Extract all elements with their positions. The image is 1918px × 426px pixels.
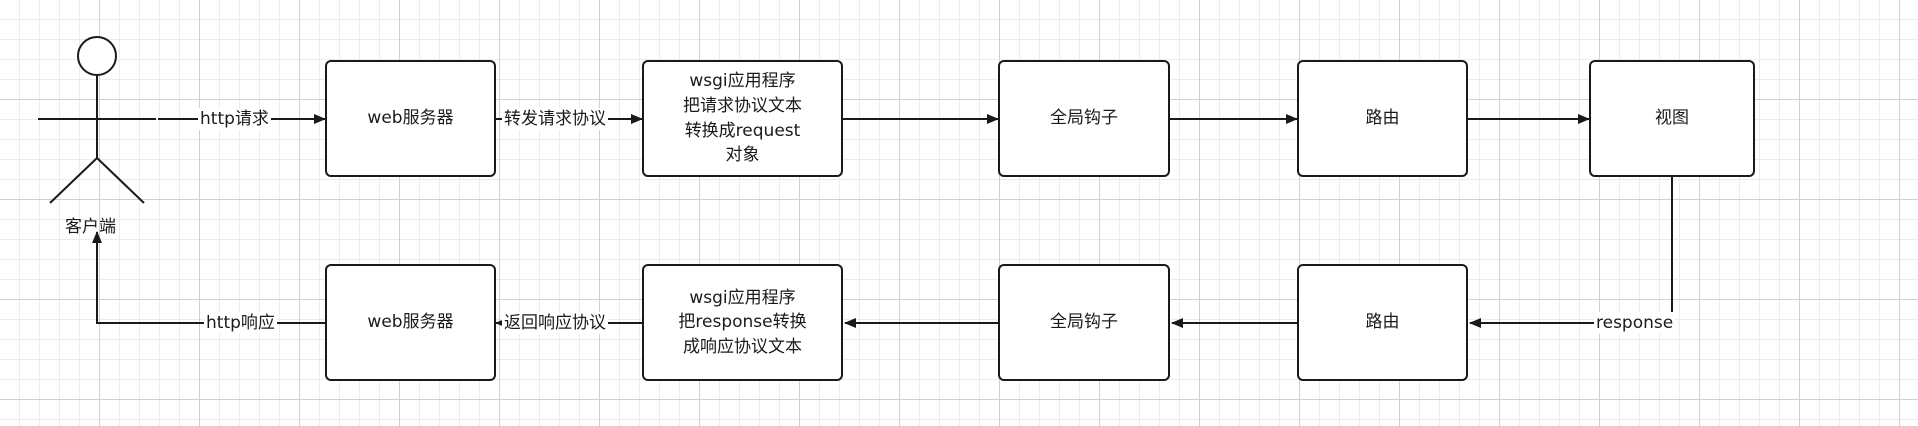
router-label-top: 路由 <box>1365 108 1400 129</box>
client-actor-icon <box>38 36 156 204</box>
global-hook-box-bottom[interactable]: 全局钩子 <box>998 264 1170 381</box>
edge-label-http-response: http响应 <box>204 312 277 334</box>
router-label-bottom: 路由 <box>1365 312 1400 333</box>
view-label: 视图 <box>1655 108 1689 129</box>
edge-label-response: response <box>1594 312 1676 334</box>
edge-label-return-protocol: 返回响应协议 <box>502 312 608 334</box>
web-server-box-bottom[interactable]: web服务器 <box>325 264 496 381</box>
edge-label-http-request: http请求 <box>198 108 271 130</box>
router-box-top[interactable]: 路由 <box>1297 60 1468 177</box>
global-hook-label-top: 全局钩子 <box>1050 108 1118 129</box>
global-hook-box-top[interactable]: 全局钩子 <box>998 60 1170 177</box>
web-server-label-top: web服务器 <box>367 108 454 129</box>
wsgi-app-box-bottom[interactable]: wsgi应用程序 把response转换 成响应协议文本 <box>642 264 843 381</box>
wsgi-app-box-top[interactable]: wsgi应用程序 把请求协议文本 转换成request 对象 <box>642 60 843 177</box>
web-server-box-top[interactable]: web服务器 <box>325 60 496 177</box>
web-server-label-bottom: web服务器 <box>367 312 454 333</box>
router-box-bottom[interactable]: 路由 <box>1297 264 1468 381</box>
view-box[interactable]: 视图 <box>1589 60 1755 177</box>
wsgi-app-label-top: wsgi应用程序 把请求协议文本 转换成request 对象 <box>683 71 802 166</box>
wsgi-app-label-bottom: wsgi应用程序 把response转换 成响应协议文本 <box>678 287 807 357</box>
edge-label-forward-protocol: 转发请求协议 <box>502 108 608 130</box>
edge-response <box>1469 177 1673 328</box>
global-hook-label-bottom: 全局钩子 <box>1050 312 1118 333</box>
client-label: 客户端 <box>65 217 116 237</box>
edge-http-response <box>92 231 325 324</box>
